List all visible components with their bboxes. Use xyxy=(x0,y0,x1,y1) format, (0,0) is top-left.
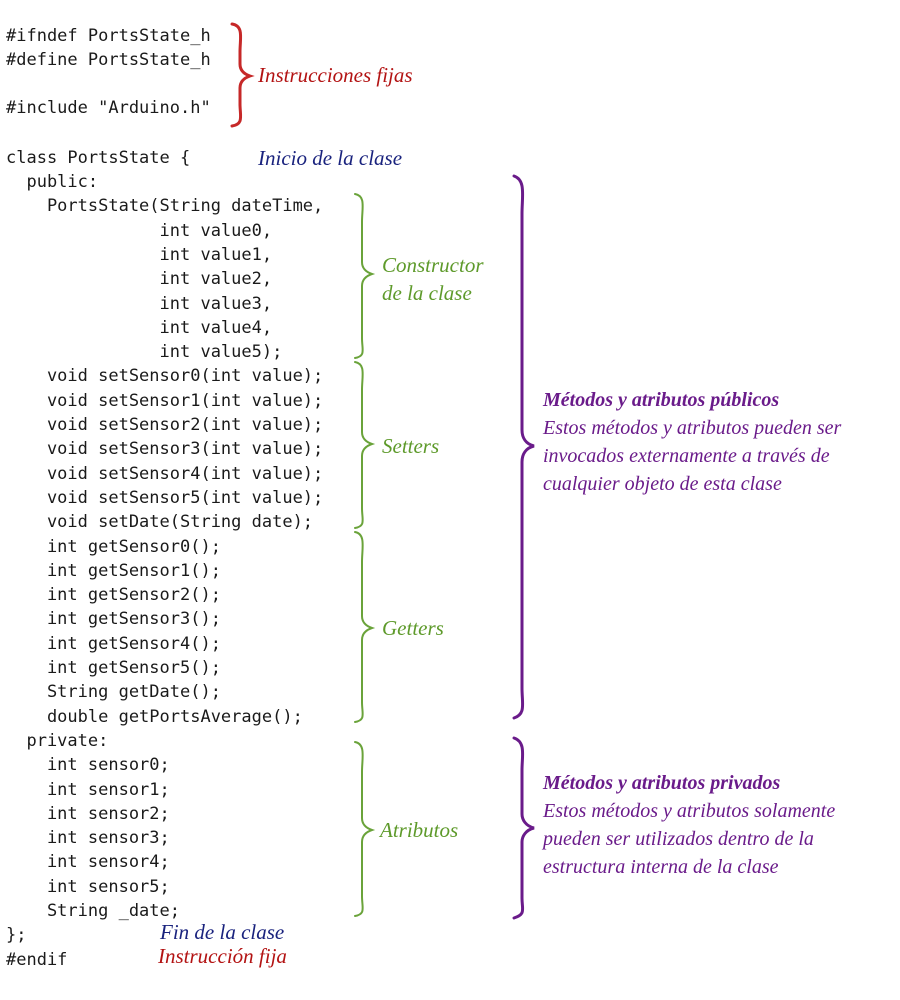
getters-brace xyxy=(354,531,376,723)
fixed-instruction-label: Instrucción fija xyxy=(158,944,287,968)
code-line: int sensor2; xyxy=(6,803,170,824)
code-line: int getSensor4(); xyxy=(6,633,221,654)
constructor-label-line2: de la clase xyxy=(382,281,472,305)
code-line: void setSensor1(int value); xyxy=(6,390,324,411)
public-brace xyxy=(512,174,535,720)
code-line: int value1, xyxy=(6,244,273,265)
code-line: int value0, xyxy=(6,220,273,241)
code-line: int value3, xyxy=(6,293,273,314)
constructor-brace xyxy=(354,193,376,359)
code-line: }; xyxy=(6,925,27,946)
private-desc-line3: estructura interna de la clase xyxy=(543,856,779,878)
code-line: #include "Arduino.h" xyxy=(6,98,211,118)
code-line: #endif xyxy=(6,949,68,970)
code-line: int getSensor2(); xyxy=(6,585,221,606)
code-line: void setSensor4(int value); xyxy=(6,463,324,484)
setters-brace xyxy=(354,361,376,529)
private-brace xyxy=(512,736,535,920)
code-line: void setSensor5(int value); xyxy=(6,487,324,508)
public-desc-line1: Estos métodos y atributos pueden ser xyxy=(543,417,842,439)
public-desc-line3: cualquier objeto de esta clase xyxy=(543,473,782,495)
code-line: void setSensor2(int value); xyxy=(6,415,324,435)
code-line: int value5); xyxy=(6,342,283,363)
code-line: int sensor3; xyxy=(6,828,170,849)
code-line: PortsState(String dateTime, xyxy=(6,196,324,217)
code-line: void setDate(String date); xyxy=(6,512,314,533)
public-title: Métodos y atributos públicos xyxy=(543,389,780,411)
class-start-label: Inicio de la clase xyxy=(258,146,403,170)
code-line: double getPortsAverage(); xyxy=(6,706,303,727)
code-line: int sensor1; xyxy=(6,779,170,800)
fixed-instructions-brace xyxy=(230,22,255,128)
code-line: #ifndef PortsState_h xyxy=(6,26,211,46)
code-line: void setSensor3(int value); xyxy=(6,439,324,460)
private-desc-line1: Estos métodos y atributos solamente xyxy=(543,800,836,822)
code-line: void setSensor0(int value); xyxy=(6,366,324,387)
private-title: Métodos y atributos privados xyxy=(543,772,781,794)
class-end-label: Fin de la clase xyxy=(160,920,285,944)
fixed-instructions-label: Instrucciones fijas xyxy=(258,63,413,87)
code-line: int sensor4; xyxy=(6,852,170,873)
attributes-brace xyxy=(354,741,376,917)
code-line: int getSensor0(); xyxy=(6,536,221,557)
code-line: #define PortsState_h xyxy=(6,50,211,70)
code-line: private: xyxy=(6,730,109,751)
code-line: int getSensor3(); xyxy=(6,609,221,630)
setters-label: Setters xyxy=(382,434,440,458)
code-line: String _date; xyxy=(6,901,180,921)
constructor-label-line1: Constructor xyxy=(382,253,484,277)
code-line: String getDate(); xyxy=(6,682,221,703)
code-line: int getSensor5(); xyxy=(6,658,221,678)
code-line: int sensor5; xyxy=(6,876,170,897)
public-desc-line2: invocados externamente a través de xyxy=(543,445,830,467)
private-desc-line2: pueden ser utilizados dentro de la xyxy=(543,828,814,850)
code-line: int value2, xyxy=(6,269,273,290)
code-line: int getSensor1(); xyxy=(6,560,221,581)
code-line: int value4, xyxy=(6,317,273,338)
code-line: public: xyxy=(6,172,99,192)
code-line: class PortsState { xyxy=(6,148,191,168)
attributes-label: Atributos xyxy=(380,818,459,842)
getters-label: Getters xyxy=(382,616,444,640)
code-line: int sensor0; xyxy=(6,755,170,776)
